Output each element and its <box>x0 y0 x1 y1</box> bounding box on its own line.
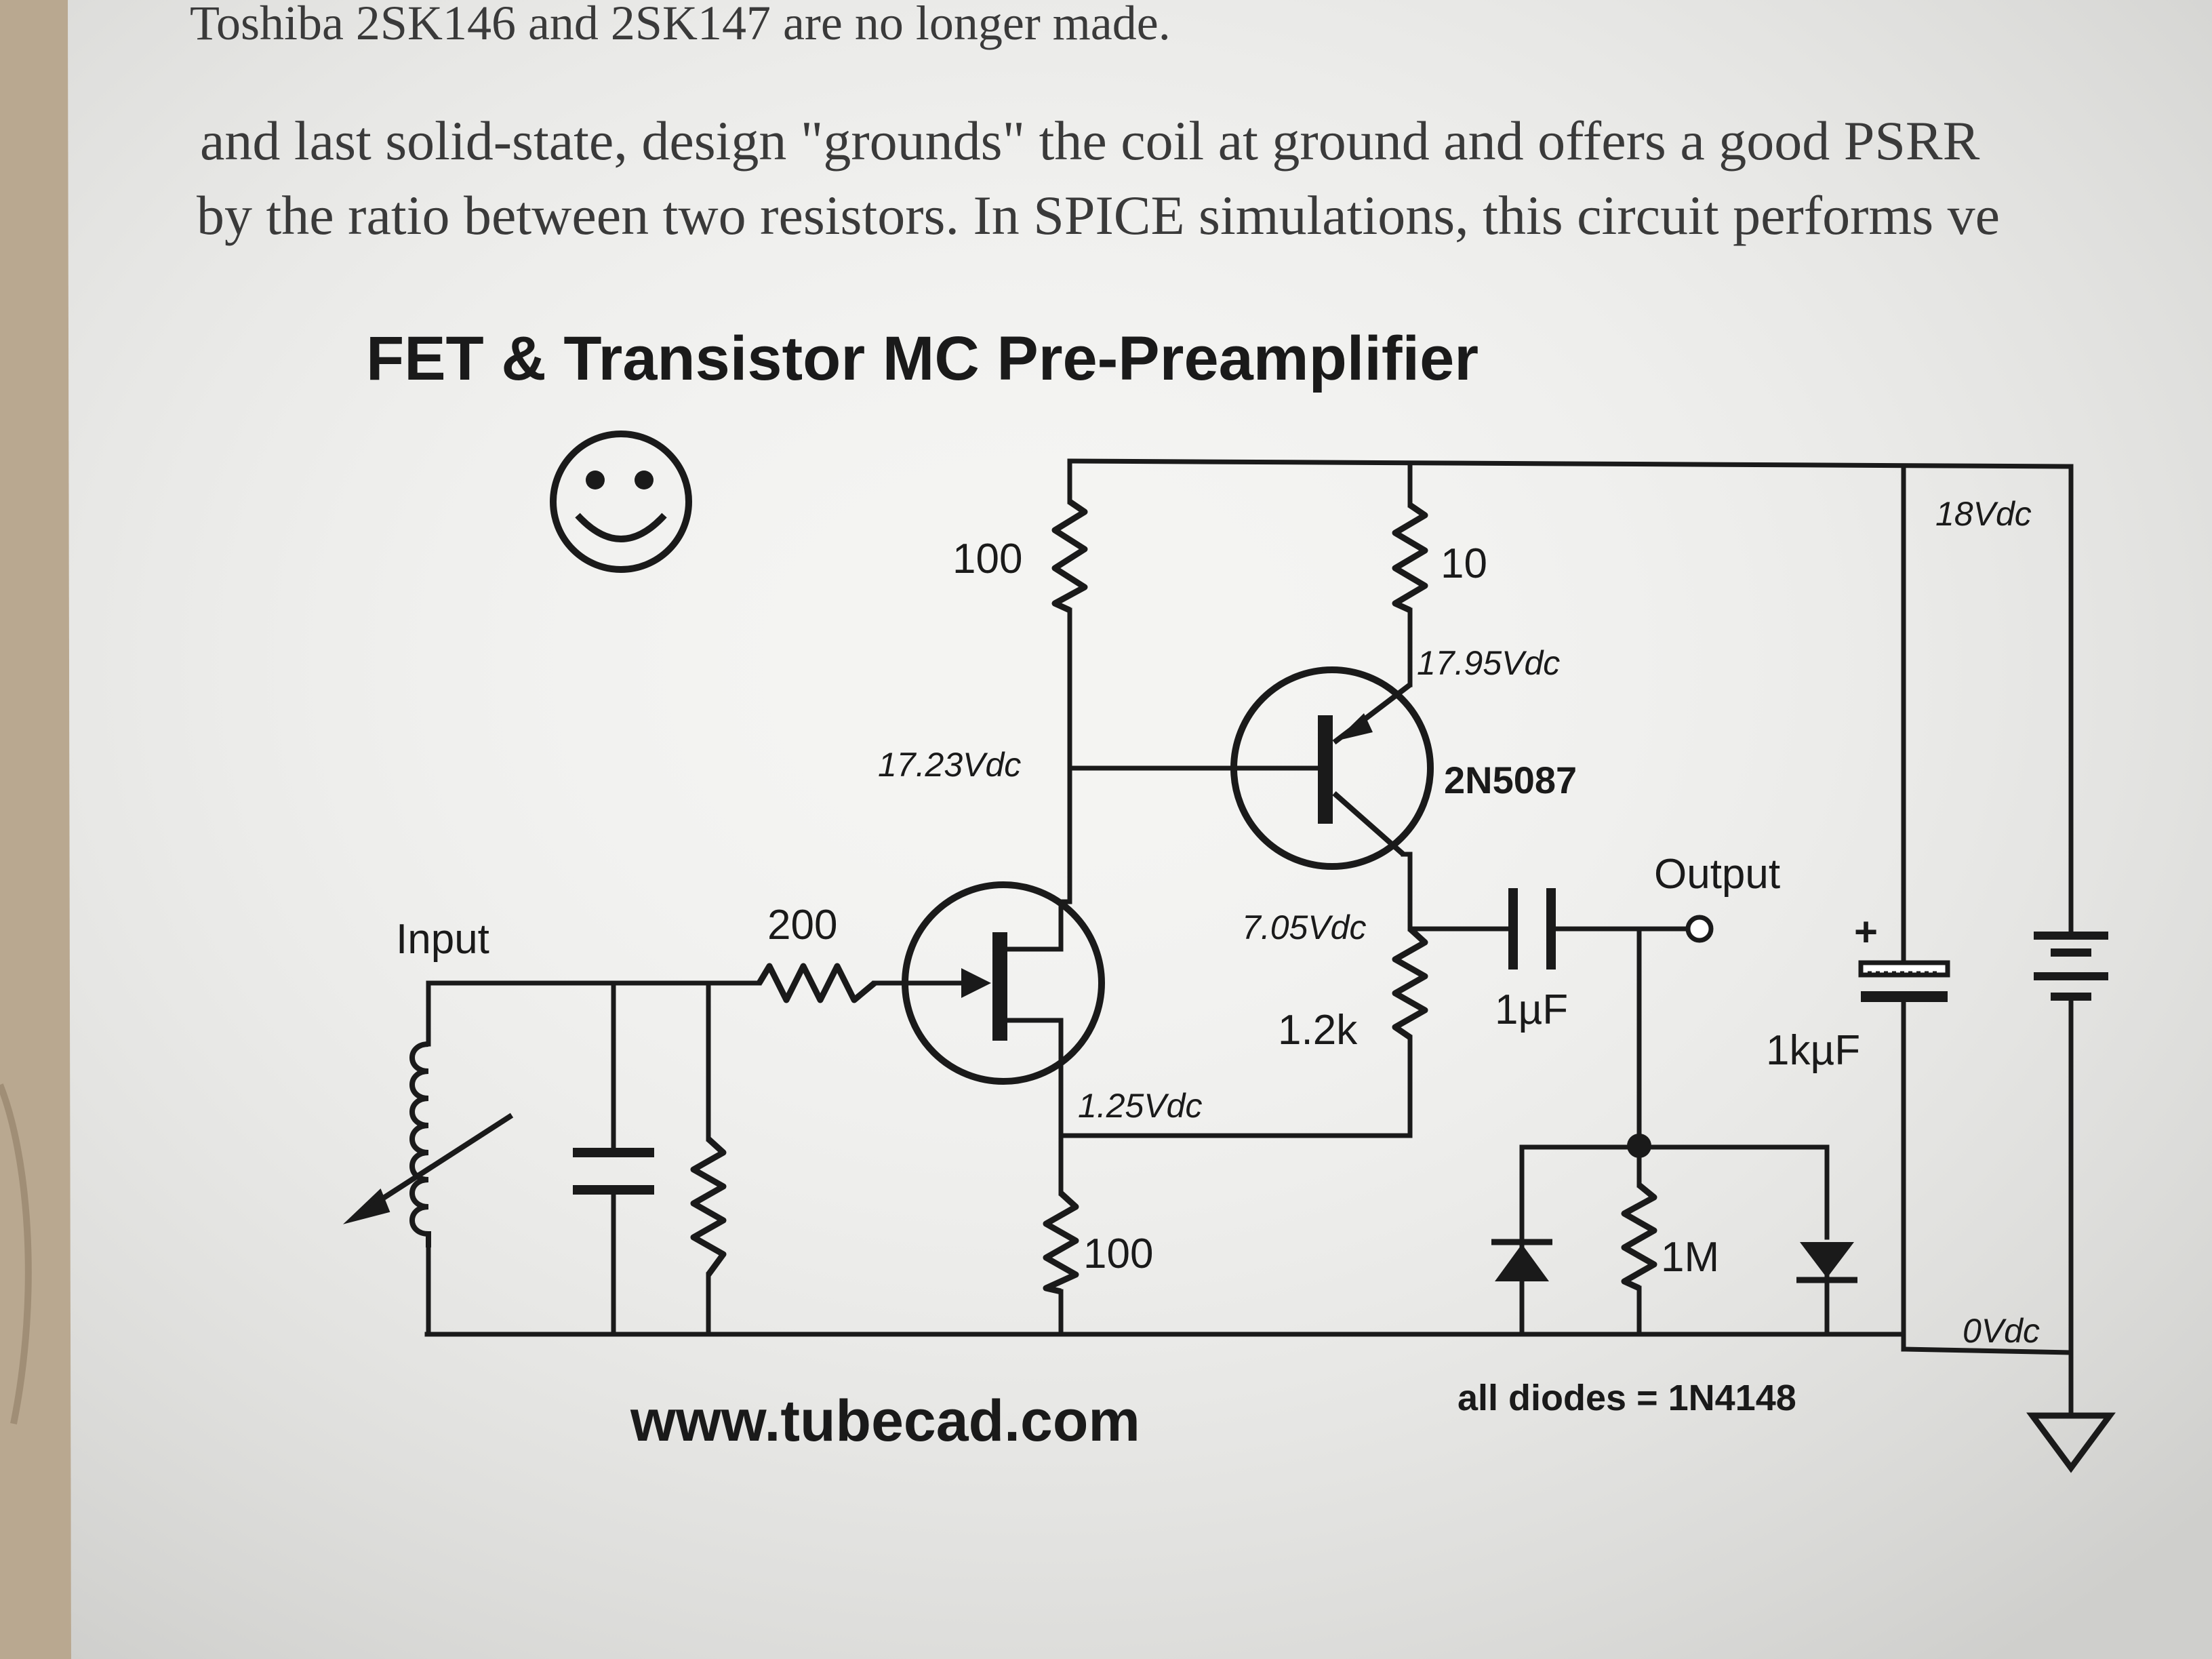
label-v-supply: 18Vdc <box>1935 495 2032 533</box>
coil-symbol <box>343 1041 514 1247</box>
website-label: www.tubecad.com <box>630 1388 1140 1454</box>
resistor-collector <box>1392 926 1428 1040</box>
resistor-bias <box>1621 1182 1657 1292</box>
label-r-drain: 100 <box>952 536 1022 582</box>
input-capacitor <box>573 1148 654 1195</box>
resistor-emitter <box>1392 502 1428 614</box>
diode-right <box>1796 1242 1857 1283</box>
jfet-symbol <box>902 881 1105 1085</box>
resistor-source <box>1043 1191 1079 1295</box>
diode-left <box>1491 1239 1552 1281</box>
label-c-out: 1µF <box>1495 986 1568 1033</box>
paper-shading <box>68 0 2212 1659</box>
label-transistor: 2N5087 <box>1444 759 1577 801</box>
smiley-icon <box>550 431 692 573</box>
label-input: Input <box>396 916 489 963</box>
supply-capacitor <box>1858 960 1950 1002</box>
junction-dot <box>1627 1134 1651 1158</box>
label-output: Output <box>1654 851 1780 898</box>
resistor-symbols <box>690 499 1657 1295</box>
label-plus: + <box>1854 909 1878 955</box>
label-v-collector: 7.05Vdc <box>1242 908 1366 946</box>
output-capacitor <box>1508 888 1556 970</box>
label-r-bias: 1M <box>1661 1234 1719 1281</box>
label-r-emitter: 10 <box>1441 540 1487 587</box>
prose-line-top: Toshiba 2SK146 and 2SK147 are no longer … <box>190 0 1171 50</box>
resistor-gate <box>757 963 877 1003</box>
diagram-title: FET & Transistor MC Pre-Preamplifier <box>366 324 1479 393</box>
ground-icon <box>2026 1412 2116 1473</box>
label-v-ground: 0Vdc <box>1963 1312 2040 1350</box>
label-r-collector: 1.2k <box>1278 1007 1358 1054</box>
prose-line-1: and last solid-state, design "grounds" t… <box>200 110 1980 172</box>
label-c-supply: 1kµF <box>1766 1027 1860 1074</box>
label-v-emitter: 17.95Vdc <box>1417 644 1560 682</box>
battery-symbol <box>2034 932 2108 1001</box>
label-v-drain: 17.23Vdc <box>878 746 1021 784</box>
label-r-gate: 200 <box>767 902 837 948</box>
wood-grain <box>0 1083 32 1424</box>
resistor-drain <box>1051 499 1088 614</box>
label-r-source: 100 <box>1083 1231 1153 1277</box>
pnp-transistor-symbol <box>1230 666 1434 870</box>
diodes-note: all diodes = 1N4148 <box>1457 1378 1796 1418</box>
prose-line-2: by the ratio between two resistors. In S… <box>197 184 2000 246</box>
resistor-input-shunt <box>690 1136 727 1277</box>
schematic-wires <box>424 458 2074 1413</box>
label-v-source: 1.25Vdc <box>1078 1087 1202 1125</box>
output-terminal <box>1685 915 1714 943</box>
